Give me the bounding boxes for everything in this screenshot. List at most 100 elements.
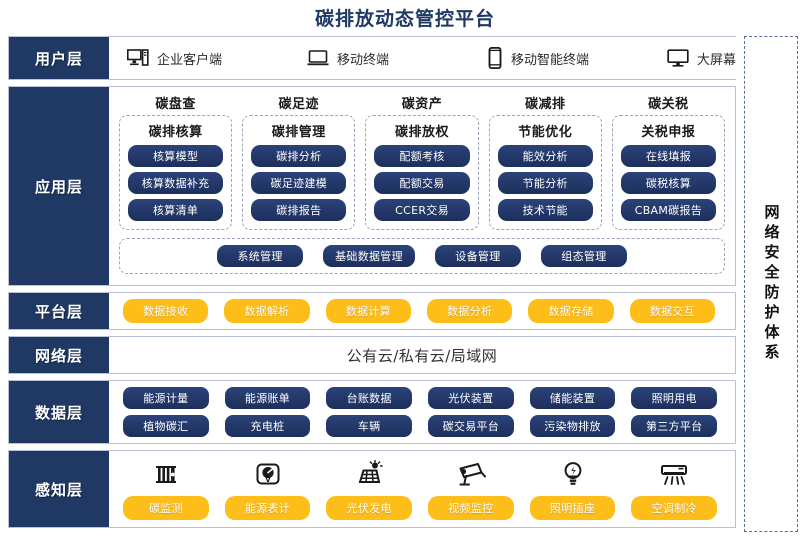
layer-data-label: 数据层 <box>9 381 109 443</box>
svg-text:V: V <box>265 476 271 484</box>
app-column-carbon-footprint: 碳足迹 碳排管理 碳排分析 碳足迹建模 碳排报告 <box>242 93 356 230</box>
app-item[interactable]: 碳排分析 <box>251 145 347 167</box>
app-group-title: 碳排管理 <box>271 125 326 140</box>
sense-item-label: 碳监测 <box>123 496 209 520</box>
data-item[interactable]: 能源账单 <box>224 387 311 409</box>
layer-sense-body: 碳监测 V 能源表计 <box>109 451 735 527</box>
application-column-list: 碳盘查 碳排核算 核算模型 核算数据补充 核算清单 碳足迹 碳排管理 碳排分析 <box>119 93 726 230</box>
platform-item[interactable]: 数据接收 <box>123 299 209 323</box>
data-item[interactable]: 能源计量 <box>123 387 209 409</box>
sense-item-label: 光伏发电 <box>326 496 413 520</box>
app-item[interactable]: 配额考核 <box>374 145 470 167</box>
lightbulb-socket-icon <box>559 458 587 490</box>
sense-item-energy-meter[interactable]: V 能源表计 <box>224 458 311 520</box>
user-terminal-large-screen[interactable]: 大屏幕 <box>667 49 810 68</box>
sense-item-carbon-monitor[interactable]: 碳监测 <box>123 458 209 520</box>
app-column-title: 碳资产 <box>401 97 443 112</box>
layer-user: 用户层 <box>8 36 810 80</box>
app-group-title: 碳排放权 <box>395 125 450 140</box>
app-column-carbon-inventory: 碳盘查 碳排核算 核算模型 核算数据补充 核算清单 <box>119 93 233 230</box>
sense-item-hvac[interactable]: 空调制冷 <box>631 458 718 520</box>
user-terminal-label: 移动终端 <box>337 52 390 68</box>
data-item[interactable]: 碳交易平台 <box>428 415 514 437</box>
data-item[interactable]: 充电桩 <box>224 415 311 437</box>
monitor-icon <box>667 49 689 67</box>
platform-item[interactable]: 数据解析 <box>224 299 310 323</box>
data-item[interactable]: 储能装置 <box>529 387 616 409</box>
management-item-system[interactable]: 系统管理 <box>217 245 304 267</box>
data-item[interactable]: 光伏装置 <box>428 387 514 409</box>
layer-application-label: 应用层 <box>9 87 109 285</box>
data-item[interactable]: 台账数据 <box>326 387 413 409</box>
layer-sense-label: 感知层 <box>9 451 109 527</box>
app-column-title: 碳减排 <box>524 97 566 112</box>
app-column-carbon-tariff: 碳关税 关税申报 在线填报 碳税核算 CBAM碳报告 <box>611 93 726 230</box>
data-item[interactable]: 污染物排放 <box>529 415 616 437</box>
data-row-2: 植物碳汇 充电桩 车辆 碳交易平台 污染物排放 第三方平台 <box>123 415 718 437</box>
app-item[interactable]: 在线填报 <box>620 145 717 167</box>
user-terminal-label: 移动智能终端 <box>511 52 590 68</box>
sense-item-solar[interactable]: 光伏发电 <box>326 458 413 520</box>
app-column-carbon-reduction: 碳减排 节能优化 能效分析 节能分析 技术节能 <box>488 93 602 230</box>
app-item[interactable]: 核算清单 <box>128 199 224 221</box>
app-column-title: 碳盘查 <box>155 97 196 112</box>
platform-item[interactable]: 数据交互 <box>629 299 715 323</box>
sense-item-lighting[interactable]: 照明插座 <box>529 458 616 520</box>
app-item[interactable]: 碳排报告 <box>251 199 347 221</box>
layer-platform-body: 数据接收 数据解析 数据计算 数据分析 数据存储 数据交互 <box>109 293 735 329</box>
user-terminal-mobile[interactable]: 移动终端 <box>307 49 457 68</box>
sense-item-label: 能源表计 <box>224 496 311 520</box>
layer-network-body: 公有云/私有云/局域网 <box>109 337 735 373</box>
layer-platform-label: 平台层 <box>9 293 109 329</box>
data-item[interactable]: 第三方平台 <box>631 415 718 437</box>
data-item[interactable]: 照明用电 <box>631 387 718 409</box>
app-column-title: 碳关税 <box>648 97 689 112</box>
sense-item-cctv[interactable]: 视频监控 <box>428 458 514 520</box>
app-item[interactable]: 碳足迹建模 <box>251 172 347 194</box>
app-item[interactable]: CCER交易 <box>374 199 470 221</box>
app-item[interactable]: 技术节能 <box>497 199 593 221</box>
app-column-group: 碳排核算 核算模型 核算数据补充 核算清单 <box>119 115 233 230</box>
app-item[interactable]: 核算数据补充 <box>128 172 224 194</box>
platform-item[interactable]: 数据存储 <box>528 299 614 323</box>
data-row-1: 能源计量 能源账单 台账数据 光伏装置 储能装置 照明用电 <box>123 387 718 409</box>
sense-item-label: 视频监控 <box>428 496 514 520</box>
layer-stack: 用户层 <box>8 36 810 534</box>
management-item-base-data[interactable]: 基础数据管理 <box>323 245 415 267</box>
app-item[interactable]: 能效分析 <box>497 145 593 167</box>
platform-item-list: 数据接收 数据解析 数据计算 数据分析 数据存储 数据交互 <box>109 293 735 329</box>
app-column-group: 碳排管理 碳排分析 碳足迹建模 碳排报告 <box>242 115 356 230</box>
layer-network-label: 网络层 <box>9 337 109 373</box>
desktop-tower-icon <box>127 49 149 67</box>
user-terminal-list: 企业客户端 移动终端 <box>109 37 810 79</box>
app-item[interactable]: 核算模型 <box>128 145 224 167</box>
app-column-carbon-asset: 碳资产 碳排放权 配额考核 配额交易 CCER交易 <box>365 93 479 230</box>
user-terminal-label: 企业客户端 <box>157 52 223 68</box>
user-terminal-label: 大屏幕 <box>697 52 737 68</box>
app-item[interactable]: 配额交易 <box>374 172 470 194</box>
user-terminal-enterprise-client[interactable]: 企业客户端 <box>127 49 277 68</box>
app-item[interactable]: 碳税核算 <box>620 172 717 194</box>
app-item[interactable]: 节能分析 <box>497 172 593 194</box>
app-item[interactable]: CBAM碳报告 <box>620 199 717 221</box>
carbon-monitor-icon <box>152 458 180 490</box>
layer-data: 数据层 能源计量 能源账单 台账数据 光伏装置 储能装置 照明用电 植物碳汇 充… <box>8 380 736 444</box>
platform-item[interactable]: 数据计算 <box>325 299 411 323</box>
management-item-device[interactable]: 设备管理 <box>434 245 521 267</box>
layer-application: 应用层 碳盘查 碳排核算 核算模型 核算数据补充 核算清单 碳足迹 <box>8 86 736 286</box>
cctv-camera-icon <box>456 458 486 490</box>
layer-application-body: 碳盘查 碳排核算 核算模型 核算数据补充 核算清单 碳足迹 碳排管理 碳排分析 <box>109 87 735 285</box>
layer-user-body: 企业客户端 移动终端 <box>109 37 810 79</box>
app-column-title: 碳足迹 <box>278 97 320 112</box>
security-panel: 网络安全防护体系 <box>744 36 798 532</box>
platform-item[interactable]: 数据分析 <box>426 299 513 323</box>
app-group-title: 节能优化 <box>518 125 573 140</box>
solar-panel-icon <box>354 458 384 490</box>
management-item-configuration[interactable]: 组态管理 <box>540 245 627 267</box>
data-item[interactable]: 车辆 <box>326 415 413 437</box>
air-conditioner-icon <box>659 458 689 490</box>
data-item[interactable]: 植物碳汇 <box>123 415 209 437</box>
user-terminal-smart-mobile[interactable]: 移动智能终端 <box>487 47 637 69</box>
security-panel-label: 网络安全防护体系 <box>762 204 781 364</box>
